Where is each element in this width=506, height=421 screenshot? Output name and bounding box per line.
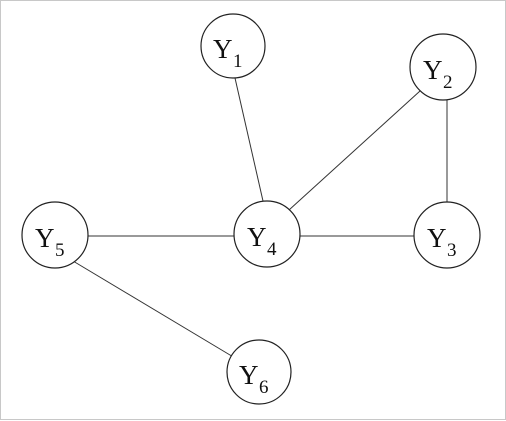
node-y3: Y 3: [413, 201, 481, 269]
node-y3-label: Y: [427, 223, 447, 253]
edges-layer: [72, 77, 448, 359]
node-y4-label: Y: [247, 222, 267, 252]
node-y4-subscript: 4: [267, 239, 277, 260]
node-y6: Y 6: [226, 339, 292, 405]
node-y6-subscript: 6: [259, 377, 269, 398]
node-y2: Y 2: [409, 33, 477, 101]
node-y1: Y 1: [200, 13, 266, 79]
node-y5: Y 5: [21, 201, 89, 269]
node-y6-circle: [226, 339, 292, 405]
node-y1-label: Y: [213, 34, 233, 64]
node-y1-subscript: 1: [233, 51, 243, 72]
node-y4-circle: [233, 200, 301, 268]
node-y3-circle: [413, 201, 481, 269]
node-y3-subscript: 3: [447, 240, 457, 261]
node-y5-subscript: 5: [55, 240, 65, 261]
edge-y1-y4: [234, 77, 264, 202]
node-y4: Y 4: [233, 200, 301, 268]
node-y5-circle: [21, 201, 89, 269]
node-y2-circle: [409, 33, 477, 101]
node-y5-label: Y: [35, 223, 55, 253]
edge-y5-y6: [72, 260, 236, 359]
node-y1-circle: [200, 13, 266, 79]
node-y2-subscript: 2: [443, 72, 453, 93]
node-y6-label: Y: [239, 360, 259, 390]
edge-y2-y4: [288, 90, 421, 211]
node-y2-label: Y: [423, 55, 443, 85]
